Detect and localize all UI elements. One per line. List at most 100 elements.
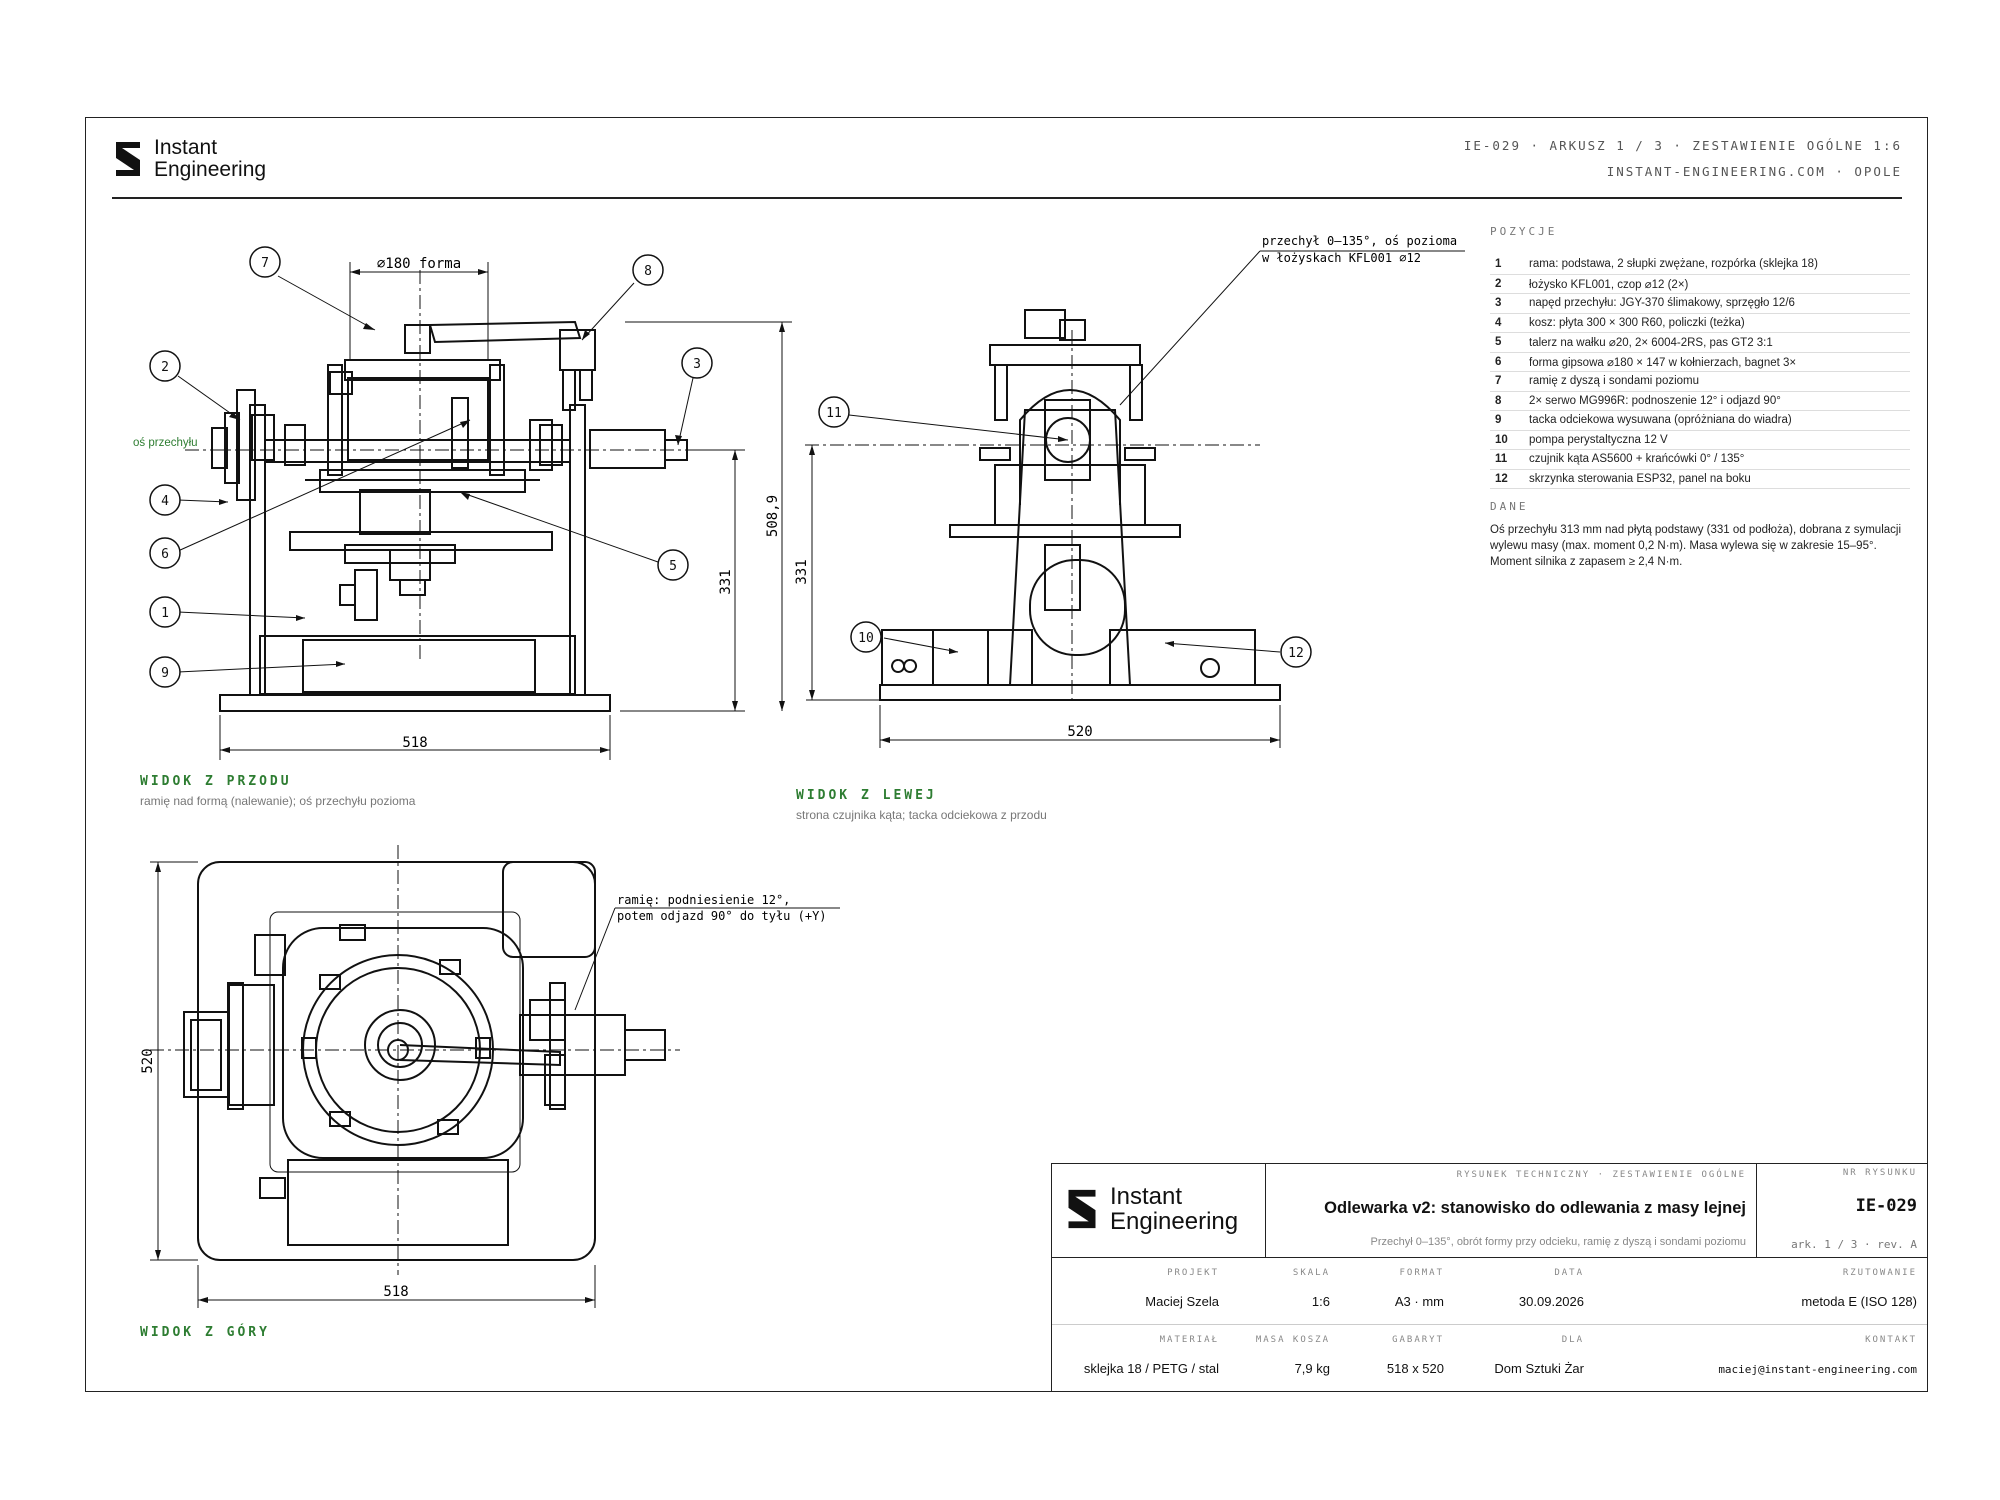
- parts-row-text: pompa perystaltyczna 12 V: [1529, 430, 1910, 450]
- balloon-11: [818, 396, 850, 428]
- parts-row-number: 4: [1490, 313, 1529, 333]
- balloon-12-label: 12: [1288, 646, 1304, 661]
- parts-row-text: tacka odciekowa wysuwana (opróżniana do …: [1529, 410, 1910, 431]
- parts-row-text: talerz na wałku ⌀20, 2× 6004-2RS, pas GT…: [1529, 332, 1910, 353]
- parts-row-number: 11: [1490, 449, 1529, 470]
- balloon-2: [149, 350, 181, 382]
- data-panel-title: DANE: [1490, 500, 1529, 513]
- top-view-title: WIDOK Z GÓRY: [140, 1325, 270, 1340]
- tb-field-value: Dom Sztuki Żar: [1494, 1361, 1584, 1376]
- balloon-9-label: 9: [161, 666, 169, 681]
- dim-form-diameter: ⌀180 forma: [377, 256, 461, 272]
- tb-drawing-number: IE-029: [1855, 1196, 1917, 1216]
- tb-field-label: DATA: [1554, 1268, 1584, 1278]
- balloon-12: [1280, 636, 1312, 668]
- balloon-3: [681, 347, 713, 379]
- sheet-website: INSTANT-ENGINEERING.COM · OPOLE: [1606, 164, 1902, 179]
- tb-field-value: 7,9 kg: [1294, 1361, 1330, 1376]
- dim-front-axis-height: 331: [718, 569, 734, 594]
- parts-row-text: łożysko KFL001, czop ⌀12 (2×): [1529, 274, 1910, 294]
- left-view-title: WIDOK Z LEWEJ: [796, 788, 937, 803]
- tb-field-label: MASA KOSZA: [1255, 1335, 1330, 1345]
- tb-title: Odlewarka v2: stanowisko do odlewania z …: [1324, 1199, 1746, 1217]
- tb-field-value: sklejka 18 / PETG / stal: [1083, 1361, 1219, 1376]
- tb-field-value: maciej@instant-engineering.com: [1718, 1363, 1917, 1376]
- tb-field-label: DLA: [1561, 1335, 1584, 1345]
- title-block: Instant Engineering RYSUNEK TECHNICZNY ·…: [1051, 1163, 1928, 1392]
- tb-divider-2: [1052, 1324, 1927, 1325]
- tb-field-value: 518 x 520: [1386, 1361, 1444, 1376]
- brand-line2: Engineering: [154, 158, 267, 181]
- parts-row-number: 2: [1490, 274, 1529, 294]
- sheet-reference: IE-029 · ARKUSZ 1 / 3 · ZESTAWIENIE OGÓL…: [1463, 138, 1902, 153]
- balloon-8-label: 8: [644, 264, 652, 279]
- tb-brand-line1: Instant: [1110, 1183, 1183, 1210]
- dim-top-depth: 520: [140, 1048, 156, 1073]
- brand-line1: Instant: [154, 136, 218, 159]
- dim-left-width: 520: [1067, 724, 1092, 740]
- note-arm-line1: ramię: podniesienie 12°,: [617, 893, 790, 907]
- balloon-7-label: 7: [261, 256, 269, 271]
- parts-row-number: 5: [1490, 332, 1529, 353]
- parts-panel-title: POZYCJE: [1490, 225, 1558, 238]
- parts-row-text: kosz: płyta 300 × 300 R60, policzki (też…: [1529, 313, 1910, 333]
- tb-subtitle: Przechył 0–135°, obrót formy przy odciek…: [1370, 1236, 1746, 1248]
- tb-field-value: metoda E (ISO 128): [1801, 1294, 1917, 1309]
- parts-row-number: 6: [1490, 352, 1529, 372]
- tb-divider-1: [1052, 1257, 1927, 1258]
- tb-field-label: PROJEKT: [1167, 1268, 1219, 1278]
- dim-left-axis-height: 331: [794, 559, 810, 584]
- brand-s-icon: [116, 142, 140, 176]
- balloon-6: [149, 537, 181, 569]
- dim-front-total-height: 508,9: [765, 495, 781, 537]
- balloon-1: [149, 596, 181, 628]
- parts-row-number: 10: [1490, 430, 1529, 450]
- balloon-1-label: 1: [161, 606, 169, 621]
- parts-row-text: czujnik kąta AS5600 + krańcówki 0° / 135…: [1529, 449, 1910, 470]
- tb-field-value: Maciej Szela: [1145, 1294, 1219, 1309]
- front-view-subtitle: ramię nad formą (nalewanie); oś przechył…: [140, 794, 416, 808]
- parts-row-number: 1: [1490, 255, 1529, 275]
- balloon-10-label: 10: [858, 631, 874, 646]
- balloon-11-label: 11: [826, 406, 842, 421]
- balloon-10: [850, 621, 882, 653]
- drawing-sheet: [85, 117, 1928, 1392]
- balloon-3-label: 3: [693, 357, 701, 372]
- tb-brand-line2: Engineering: [1110, 1208, 1239, 1235]
- tb-field-label: MATERIAŁ: [1159, 1335, 1219, 1345]
- balloon-4: [149, 484, 181, 516]
- balloon-8: [632, 254, 664, 286]
- brand-s-icon: [1068, 1189, 1096, 1229]
- parts-row-text: napęd przechyłu: JGY-370 ślimakowy, sprz…: [1529, 293, 1910, 314]
- top-view: [183, 861, 666, 1261]
- tb-field-value: A3 · mm: [1394, 1294, 1444, 1309]
- parts-row-number: 9: [1490, 410, 1529, 431]
- balloon-2-label: 2: [161, 360, 169, 375]
- parts-row-number: 12: [1490, 469, 1529, 489]
- tb-field-label: RZUTOWANIE: [1842, 1268, 1917, 1278]
- dim-front-width: 518: [402, 735, 427, 751]
- tb-field-label: FORMAT: [1399, 1268, 1444, 1278]
- parts-row-text: ramię z dyszą i sondami poziomu: [1529, 371, 1910, 392]
- tb-field-label: SKALA: [1292, 1268, 1330, 1278]
- tb-field-value: 30.09.2026: [1518, 1294, 1584, 1309]
- balloon-9: [149, 656, 181, 688]
- front-view-title: WIDOK Z PRZODU: [140, 774, 292, 789]
- header-rule: [112, 197, 1902, 199]
- balloon-4-label: 4: [161, 494, 169, 509]
- parts-row-text: rama: podstawa, 2 słupki zwężane, rozpór…: [1529, 255, 1910, 275]
- parts-row-number: 7: [1490, 371, 1529, 392]
